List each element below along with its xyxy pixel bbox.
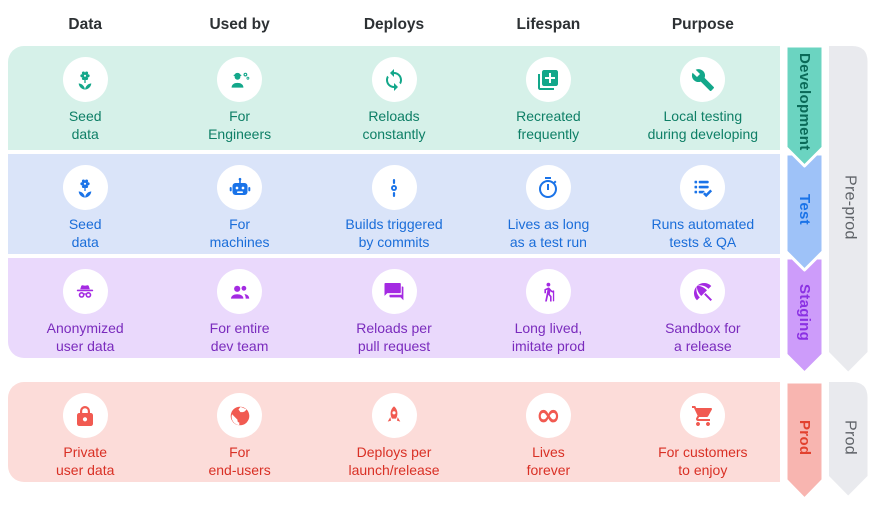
commit-icon xyxy=(371,165,417,210)
cell-label: Local testing during developing xyxy=(647,108,759,143)
cell-label: For end-users xyxy=(208,444,271,479)
cell-prod-used-by: For end-users xyxy=(162,382,316,482)
hiking-icon xyxy=(525,269,571,314)
cell-label: Seed data xyxy=(68,216,102,251)
cell-staging-purpose: Sandbox for a release xyxy=(626,258,780,358)
cart-icon xyxy=(680,393,726,438)
cell-staging-deploys: Reloads per pull request xyxy=(317,258,471,358)
env-row-development: Seed data For Engineers Reloads constant… xyxy=(8,46,780,150)
development-arrow-label: Development xyxy=(796,53,813,151)
cell-development-purpose: Local testing during developing xyxy=(626,46,780,150)
cell-staging-lifespan: Long lived, imitate prod xyxy=(471,258,625,358)
cell-label: For customers to enjoy xyxy=(658,444,748,479)
cell-test-deploys: Builds triggered by commits xyxy=(317,154,471,254)
globe-icon xyxy=(217,393,263,438)
forum-icon xyxy=(371,269,417,314)
cell-label: Runs automated tests & QA xyxy=(651,216,755,251)
development-arrow xyxy=(784,44,825,168)
lock-icon xyxy=(62,393,108,438)
incognito-icon xyxy=(62,269,108,314)
timer-icon xyxy=(525,165,571,210)
cell-label: Reloads per pull request xyxy=(356,320,432,355)
cell-label: For machines xyxy=(209,216,270,251)
cell-test-lifespan: Lives as long as a test run xyxy=(471,154,625,254)
sync-icon xyxy=(371,57,417,102)
cell-development-deploys: Reloads constantly xyxy=(317,46,471,150)
group-icon xyxy=(217,269,263,314)
checklist-icon xyxy=(680,165,726,210)
cell-test-used-by: For machines xyxy=(162,154,316,254)
cell-prod-lifespan: ∞ Lives forever xyxy=(471,382,625,482)
prod-arrow-label: Prod xyxy=(796,420,813,456)
cell-development-data: Seed data xyxy=(8,46,162,150)
env-row-prod: Private user data For end-users Deploys … xyxy=(8,382,780,482)
column-header-data: Data xyxy=(68,16,102,33)
seed-data-icon xyxy=(62,57,108,102)
wrench-icon xyxy=(680,57,726,102)
prod-phase-arrow xyxy=(829,382,868,496)
column-header-lifespan: Lifespan xyxy=(516,16,581,33)
cell-label: Anonymized user data xyxy=(46,320,124,355)
column-header-used-by: Used by xyxy=(209,16,270,33)
infinity-glyph: ∞ xyxy=(535,397,561,433)
cell-staging-used-by: For entire dev team xyxy=(162,258,316,358)
cell-label: For entire dev team xyxy=(209,320,270,355)
cell-label: Lives forever xyxy=(526,444,571,479)
staging-arrow-label: Staging xyxy=(796,284,813,342)
stage-arrows xyxy=(784,44,868,501)
cell-staging-data: Anonymized user data xyxy=(8,258,162,358)
column-header-deploys: Deploys xyxy=(363,16,425,33)
library-add-icon xyxy=(525,57,571,102)
seed-data-icon xyxy=(62,165,108,210)
beach-umbrella-icon xyxy=(680,269,726,314)
rocket-icon xyxy=(371,393,417,438)
preprod-phase-label: Pre-prod xyxy=(841,174,859,240)
cell-prod-data: Private user data xyxy=(8,382,162,482)
cell-label: Reloads constantly xyxy=(362,108,426,143)
cell-test-data: Seed data xyxy=(8,154,162,254)
test-arrow-label: Test xyxy=(796,193,813,225)
cell-label: Builds triggered by commits xyxy=(345,216,443,251)
cell-label: Private user data xyxy=(56,444,115,479)
prod-arrow xyxy=(784,380,825,501)
env-row-test: Seed data For machines Builds triggered … xyxy=(8,154,780,254)
prod-phase-label: Prod xyxy=(841,419,859,455)
cell-label: Lives as long as a test run xyxy=(507,216,590,251)
cell-development-lifespan: Recreated frequently xyxy=(471,46,625,150)
cell-label: Long lived, imitate prod xyxy=(511,320,585,355)
cell-development-used-by: For Engineers xyxy=(162,46,316,150)
cell-test-purpose: Runs automated tests & QA xyxy=(626,154,780,254)
infinity-icon: ∞ xyxy=(525,393,571,438)
cell-label: For Engineers xyxy=(208,108,272,143)
cell-label: Seed data xyxy=(68,108,102,143)
env-row-staging: Anonymized user data For entire dev team… xyxy=(8,258,780,358)
preprod-arrow xyxy=(829,46,868,372)
cell-label: Deploys per launch/release xyxy=(348,444,440,479)
engineer-icon xyxy=(217,57,263,102)
column-header-row: Data Used by Deploys Lifespan Purpose xyxy=(8,16,780,34)
cell-label: Sandbox for a release xyxy=(665,320,741,355)
cell-label: Recreated frequently xyxy=(516,108,581,143)
column-header-purpose: Purpose xyxy=(671,16,734,33)
cell-prod-purpose: For customers to enjoy xyxy=(626,382,780,482)
cell-prod-deploys: Deploys per launch/release xyxy=(317,382,471,482)
robot-icon xyxy=(217,165,263,210)
